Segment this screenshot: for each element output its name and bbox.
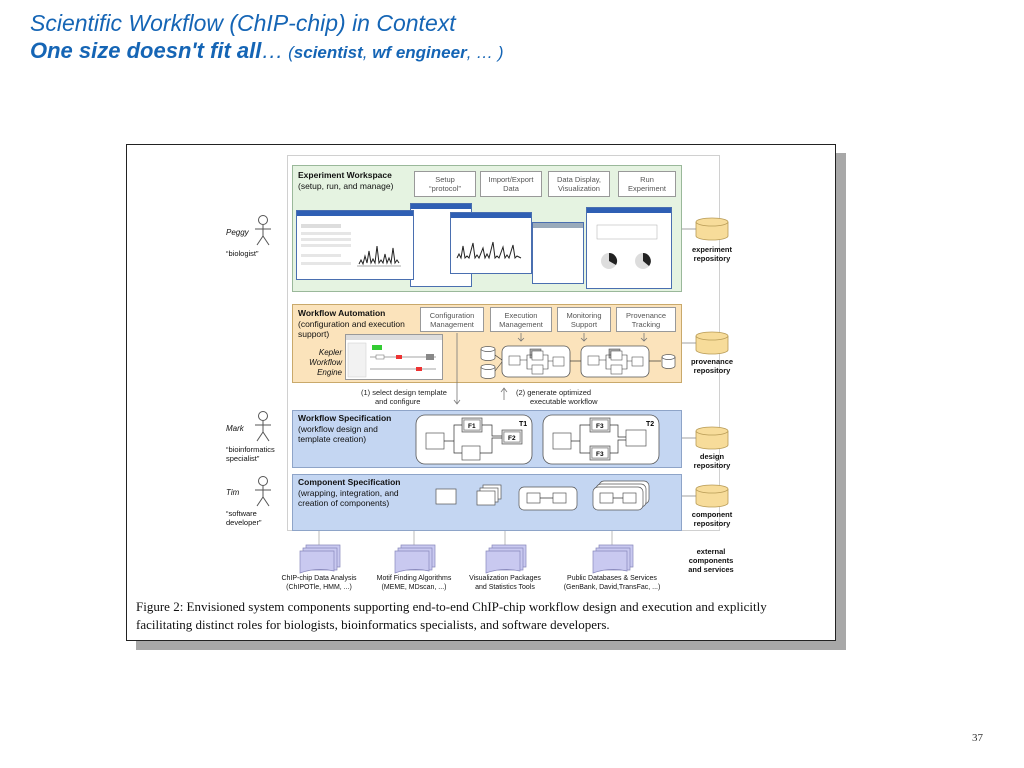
execution-management-box: Execution Management	[490, 307, 552, 332]
external-item-line1: Motif Finding Algorithms	[376, 575, 452, 582]
t2-label: T2	[646, 421, 654, 428]
external-item-line2: (GenBank, David,TransFac, ...)	[563, 583, 661, 591]
template-t2	[542, 414, 660, 465]
step2-line2: executable workflow	[530, 397, 598, 406]
tim-role: “software developer”	[226, 509, 262, 527]
subtitle-ellipsis: …	[261, 38, 284, 63]
app-screenshot-5	[586, 207, 672, 289]
provenance-repository-label: provenance repository	[690, 357, 734, 375]
slide-title: Scientific Workflow (ChIP-chip) in Conte…	[30, 10, 456, 36]
design-repository-label: design repository	[693, 452, 731, 470]
component-subtitle-2: creation of components)	[298, 498, 390, 508]
automation-subtitle-2: support)	[298, 329, 330, 339]
subtitle-bold: One size doesn't fit all	[30, 38, 262, 63]
step1-line2: and configure	[375, 397, 421, 406]
external-item-line2: (MEME, MDscan, ...)	[381, 583, 447, 591]
external-item-line2: and Statistics Tools	[475, 583, 535, 591]
experiment-subtitle: (setup, run, and manage)	[298, 180, 394, 191]
f3-label-bottom: F3	[596, 451, 604, 458]
external-connectors	[318, 531, 613, 545]
plot-thumbnail-2	[456, 241, 522, 260]
external-item-motif-finding: Motif Finding Algorithms(MEME, MDscan, .…	[364, 575, 464, 592]
mark-person-icon	[255, 411, 271, 442]
component-shapes	[435, 480, 650, 511]
subtitle-roles: (scientist, wf engineer, … )	[283, 43, 503, 62]
role-scientist: scientist	[293, 43, 363, 62]
import-export-box: Import/Export Data	[480, 171, 542, 197]
external-item-public-databases: Public Databases & Services(GenBank, Dav…	[557, 575, 667, 592]
person-icons	[255, 215, 271, 507]
executable-workflow-1	[501, 345, 571, 378]
run-experiment-box: Run Experiment	[618, 171, 676, 197]
page-number: 37	[972, 732, 983, 744]
component-repository-label: component repository	[691, 510, 733, 528]
f1-label: F1	[468, 423, 476, 430]
external-doc-icons	[299, 544, 634, 574]
comma: ,	[362, 43, 373, 62]
template-t1	[415, 414, 533, 465]
kepler-screenshot	[345, 334, 443, 380]
setup-protocol-box: Setup “protocol”	[414, 171, 476, 197]
mark-role: “bioinformatics specialist”	[226, 445, 275, 463]
executable-workflow-2	[580, 345, 650, 378]
plot-thumbnail	[301, 224, 401, 267]
external-item-line1: Visualization Packages	[469, 575, 541, 582]
input-data-cylinders	[480, 346, 676, 379]
peggy-role: “biologist”	[226, 249, 259, 258]
f3-label-top: F3	[596, 423, 604, 430]
experiment-title: Experiment Workspace	[298, 170, 392, 180]
automation-title: Workflow Automation	[298, 308, 386, 318]
external-item-line1: ChIP-chip Data Analysis	[281, 575, 357, 582]
monitoring-support-box: Monitoring Support	[557, 307, 611, 332]
role-wf-engineer: wf engineer	[372, 43, 467, 62]
data-display-box: Data Display, Visualization	[548, 171, 610, 197]
peggy-name: Peggy	[226, 228, 249, 237]
kepler-canvas-thumbnail	[346, 335, 442, 378]
f2-label: F2	[508, 435, 516, 442]
provenance-tracking-box: Provenance Tracking	[616, 307, 676, 332]
specification-subtitle-1: (workflow design and	[298, 423, 378, 434]
paren: (	[283, 43, 294, 62]
tim-name: Tim	[226, 488, 240, 497]
experiment-layer-title: Experiment Workspace(setup, run, and man…	[298, 170, 393, 191]
component-title: Component Specification	[298, 477, 401, 487]
configuration-management-box: Configuration Management	[420, 307, 484, 332]
automation-layer-title: Workflow Automation(configuration and ex…	[298, 308, 405, 340]
step2-line1: (2) generate optimized	[516, 388, 592, 397]
figure-caption: Figure 2: Envisioned system components s…	[136, 599, 767, 632]
function-arrows	[453, 333, 648, 405]
component-subtitle-1: (wrapping, integration, and	[298, 487, 399, 498]
app-screenshot-1	[296, 210, 414, 280]
experiment-repository-label: experiment repository	[691, 245, 733, 263]
repository-cylinders	[695, 217, 729, 508]
peggy-person-icon	[255, 215, 271, 246]
specification-layer-title: Workflow Specification(workflow design a…	[298, 413, 391, 445]
external-item-chip-analysis: ChIP-chip Data Analysis(ChIPOTle, HMM, .…	[269, 575, 369, 592]
component-layer-title: Component Specification(wrapping, integr…	[298, 477, 400, 509]
specification-subtitle-2: template creation)	[298, 434, 367, 444]
automation-subtitle-1: (configuration and execution	[298, 318, 405, 329]
app-screenshot-4	[532, 222, 584, 284]
mark-name: Mark	[226, 424, 244, 433]
app-screenshot-3	[450, 212, 532, 274]
subtitle-rest: , … )	[466, 43, 504, 62]
kepler-engine-label: Kepler Workflow Engine	[309, 348, 342, 377]
specification-title: Workflow Specification	[298, 413, 392, 423]
external-item-line1: Public Databases & Services	[567, 575, 657, 582]
external-item-line2: (ChIPOTle, HMM, ...)	[286, 583, 352, 591]
slide-subtitle: One size doesn't fit all… (scientist, wf…	[30, 38, 504, 64]
t1-label: T1	[519, 421, 527, 428]
tim-person-icon	[255, 476, 271, 507]
step1-line1: (1) select design template	[361, 388, 447, 397]
repository-connectors	[682, 228, 696, 497]
external-components-label: external components and services	[688, 547, 734, 574]
pie-thumbnail	[596, 224, 658, 269]
